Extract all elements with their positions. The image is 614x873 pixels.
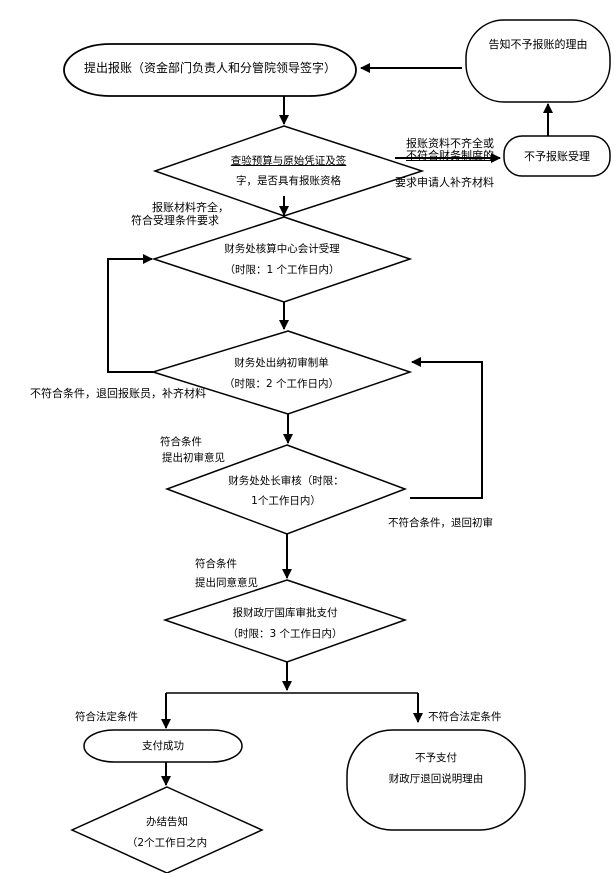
node-no-pay-line1: 不予支付 (415, 752, 457, 764)
node-paid-shape (83, 729, 243, 763)
edge-label-complete-line1: 报账材料齐全， (152, 201, 229, 214)
node-treasury-line2: （时限：3 个工作日内） (227, 628, 343, 640)
node-notify-reason-label: 告知不予报账的理由 (488, 38, 588, 51)
node-submit-label: 提出报账（资金部门负责人和分管院领导签字） (83, 61, 336, 75)
node-cashier-shape (150, 330, 413, 415)
edge-label-pass-initial-line2: 提出初审意见 (162, 452, 225, 464)
node-submit-shape (63, 43, 357, 97)
node-no-pay-line2: 财政厅退回说明理由 (388, 773, 484, 785)
edge-label-pass-agree-line1: 符合条件 (195, 558, 237, 570)
edge-label-complete-line2: 符合受理条件要求 (131, 214, 219, 227)
node-no-pay-shape (346, 729, 526, 831)
edge-label-return-applicant: 不符合条件，退回报账员，补齐材料 (30, 387, 206, 400)
edge-label-incomplete-line1: 报账资料不齐全或 (406, 137, 494, 150)
edge-director-return-to-cashier (410, 357, 483, 499)
node-director-line1: 财务处处长审核（时限： (228, 475, 344, 487)
node-notify-reason-shape (465, 19, 611, 103)
node-accept-shape (151, 216, 413, 303)
node-paid-label: 支付成功 (142, 740, 184, 752)
node-cashier-line2: （时限：2 个工作日内） (223, 378, 340, 390)
node-accept-line2: （时限：1 个工作日内） (224, 264, 340, 276)
node-treasury-shape (162, 579, 408, 663)
node-reject-shape (503, 135, 611, 177)
node-treasury-line1: 报财政厅国库审批支付 (232, 607, 338, 619)
edge-cashier-return-to-accept (107, 254, 153, 373)
node-check-line1: 查验预算与原始凭证及签 (230, 155, 347, 167)
node-done-shape (70, 786, 264, 873)
edge-label-pass-initial-line1: 符合条件 (160, 436, 202, 448)
node-done-line1: 办结告知 (146, 816, 188, 828)
edge-label-incomplete-line3: 要求申请人补齐材料 (395, 176, 494, 189)
node-check-shape (152, 125, 425, 217)
edge-label-return-initial: 不符合条件，退回初审 (388, 517, 493, 529)
node-done-line2: （2个工作日之内 (126, 837, 208, 849)
node-director-line2: 1个工作日内） (251, 495, 321, 507)
node-cashier-line1: 财务处出纳初审制单 (234, 357, 329, 369)
edge-label-incomplete-line2: 不符合财务制度的 (406, 149, 494, 162)
edge-label-pass-agree-line2: 提出同意意见 (195, 577, 258, 589)
edge-label-legal-ok: 符合法定条件 (75, 711, 138, 723)
node-accept-line1: 财务处核算中心会计受理 (224, 243, 340, 255)
edge-label-legal-fail: 不符合法定条件 (428, 711, 502, 723)
node-check-line2: 字，是否具有报账资格 (236, 175, 341, 187)
node-reject-label: 不予报账受理 (524, 150, 590, 163)
